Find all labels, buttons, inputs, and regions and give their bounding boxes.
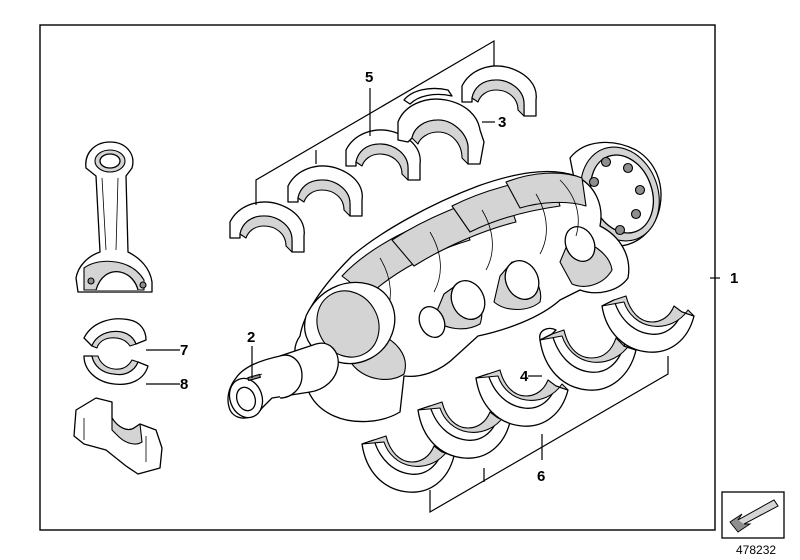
lower-shells-bracket (429, 356, 669, 514)
callout-2: 2 (247, 329, 255, 346)
reference-number: 478232 (736, 543, 776, 557)
callout-1: 1 (730, 270, 738, 287)
crankshaft (227, 141, 662, 423)
callout-8: 8 (180, 376, 188, 393)
upper-main-bearing-shells (229, 65, 537, 253)
callout-7: 7 (180, 342, 188, 359)
conrod-bearing-upper (83, 318, 147, 349)
callout-5: 5 (365, 69, 373, 86)
conrod-bearing-lower (83, 355, 149, 386)
navigation-arrow-icon[interactable] (721, 491, 785, 539)
upper-shells-bracket (255, 39, 495, 205)
callout-3: 3 (498, 114, 506, 131)
leader-lines (146, 88, 720, 385)
callout-4: 4 (520, 368, 529, 385)
conrod-bearing-cap (73, 397, 163, 475)
lower-main-bearing-shells (361, 295, 695, 493)
callout-6: 6 (537, 468, 545, 485)
connecting-rod (75, 141, 153, 293)
